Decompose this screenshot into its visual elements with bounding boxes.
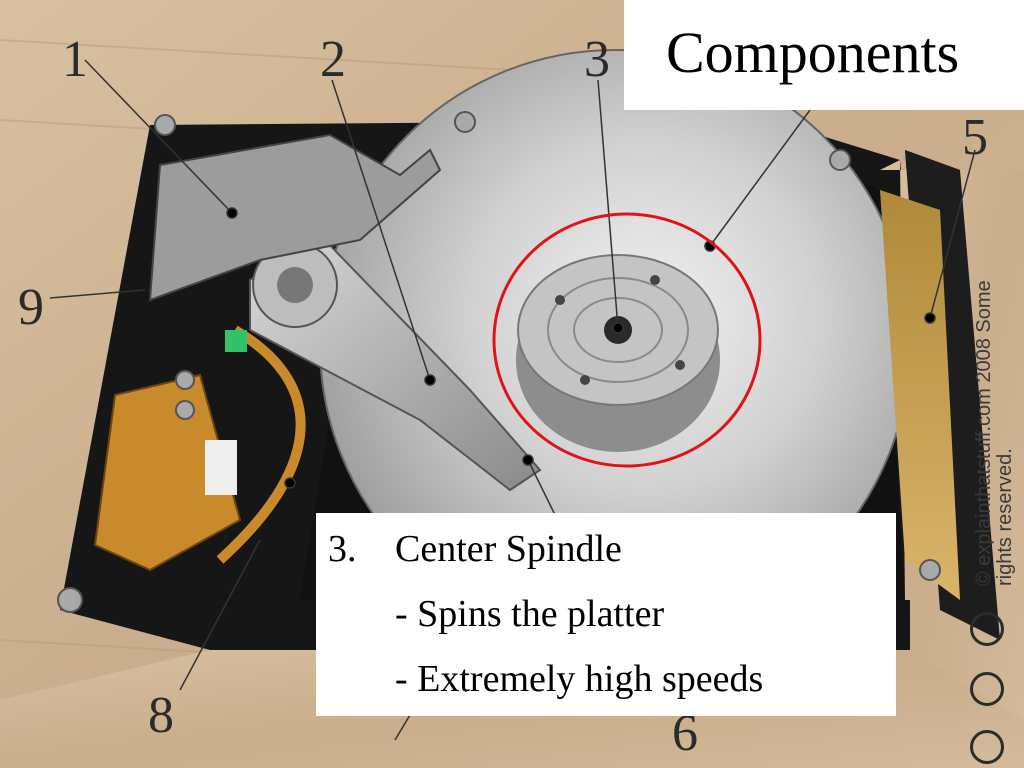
- label-6: 6: [672, 705, 698, 762]
- magnet-cover: [148, 133, 442, 302]
- label-1: 1: [62, 31, 88, 88]
- attribution-icon: [970, 730, 1004, 764]
- label-3: 3: [584, 31, 610, 88]
- spindle-highlight-circle: [492, 212, 762, 468]
- caption-heading: Center Spindle: [395, 528, 622, 570]
- label-5: 5: [962, 109, 988, 166]
- slide-title: Components: [666, 20, 960, 85]
- caption-number: 3.: [328, 528, 357, 570]
- copyright-watermark: © explainthatstuff.com 2008 Some rights …: [973, 280, 1016, 586]
- noncommercial-icon: [970, 672, 1004, 706]
- label-8: 8: [148, 687, 174, 744]
- title-background: [624, 0, 1024, 110]
- label-9: 9: [18, 279, 44, 336]
- caption-line-1: - Spins the platter: [395, 593, 665, 635]
- cc-icon: [970, 612, 1004, 646]
- label-2: 2: [320, 31, 346, 88]
- caption-box: [316, 513, 896, 716]
- caption-line-2: - Extremely high speeds: [395, 658, 764, 700]
